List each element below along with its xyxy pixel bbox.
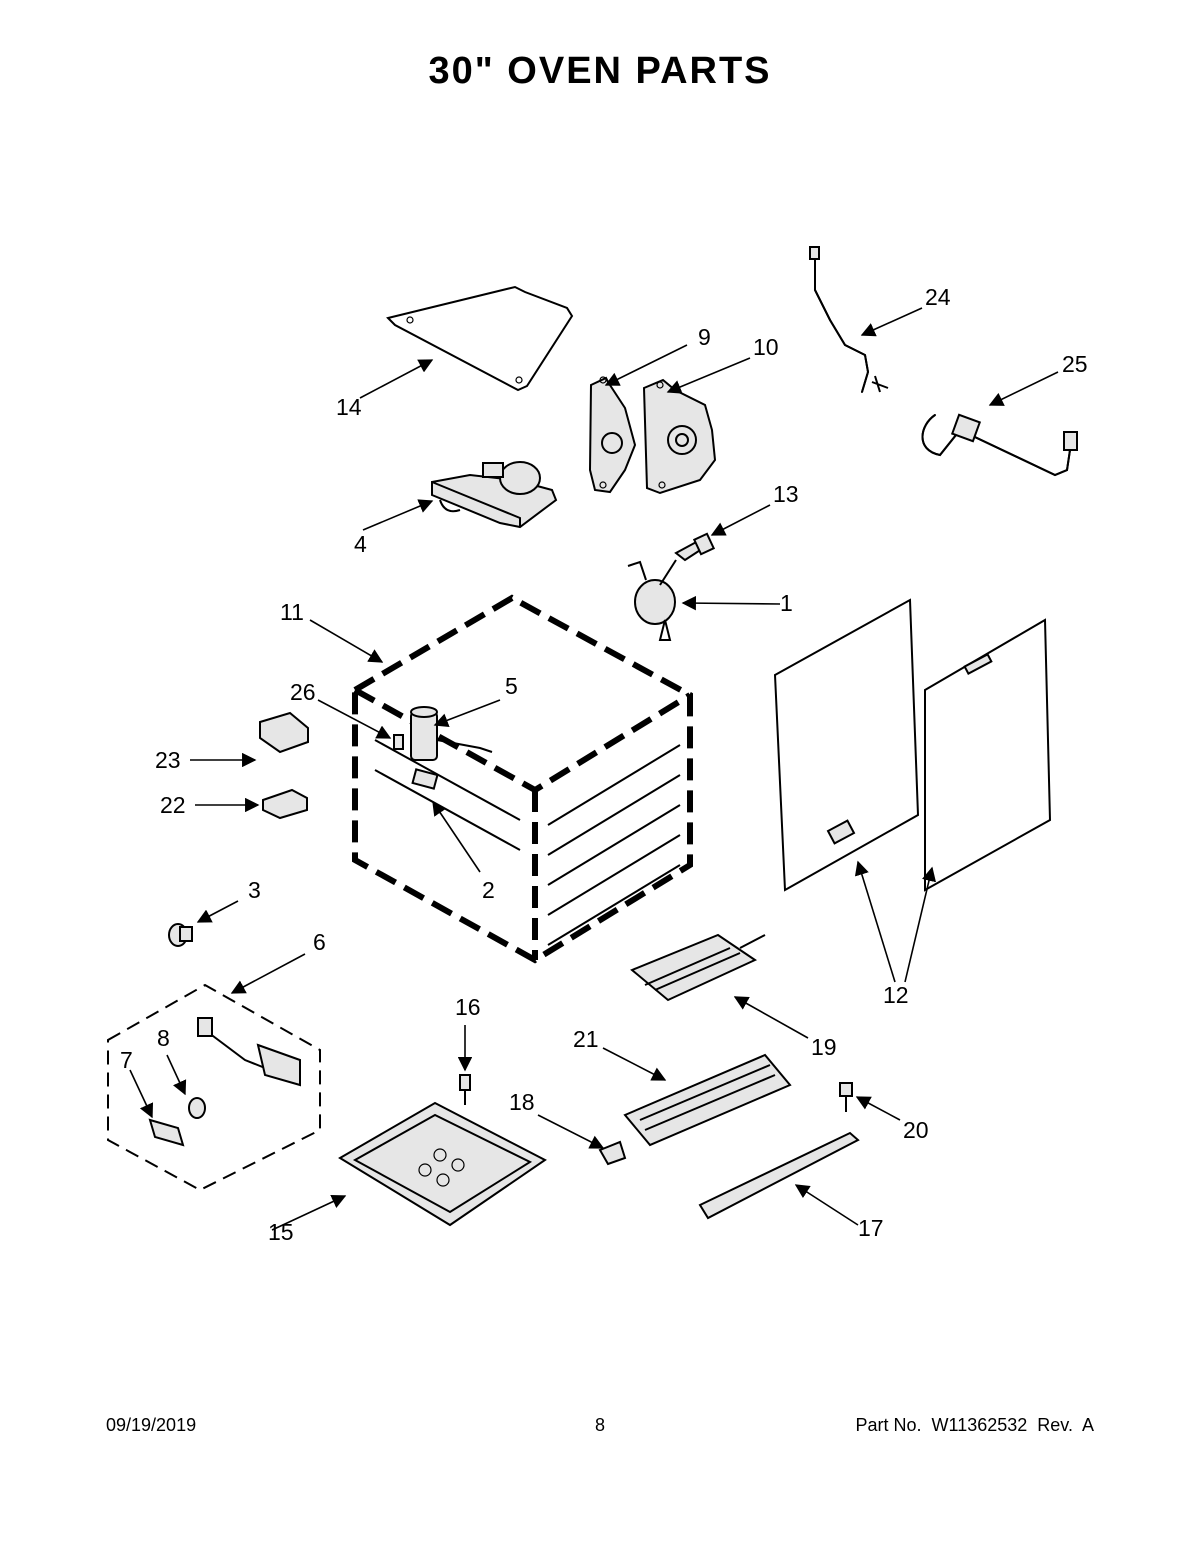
part-5-igniter bbox=[410, 706, 493, 761]
part-26-screw bbox=[393, 734, 404, 750]
leader-lines bbox=[129, 307, 1059, 1231]
part-6-light-assembly bbox=[107, 983, 321, 1192]
callout-24: 24 bbox=[925, 284, 951, 310]
part-23-box bbox=[259, 711, 309, 754]
part-15-bottom-pan bbox=[338, 1101, 547, 1227]
part-22-block bbox=[262, 788, 308, 820]
callout-10: 10 bbox=[753, 334, 779, 360]
part-4-door-latch bbox=[431, 461, 558, 529]
callout-4: 4 bbox=[354, 531, 367, 557]
part-25-burner-tube bbox=[921, 413, 1078, 477]
part-9-hinge-left bbox=[588, 376, 637, 494]
callout-20: 20 bbox=[903, 1117, 929, 1143]
callout-9: 9 bbox=[698, 324, 711, 350]
callout-7: 7 bbox=[120, 1047, 133, 1073]
footer-page-number: 8 bbox=[594, 1415, 605, 1435]
callout-11: 11 bbox=[280, 599, 304, 625]
part-2-bracket bbox=[411, 768, 439, 790]
part-7-lens bbox=[148, 1118, 185, 1147]
callout-23: 23 bbox=[155, 747, 181, 773]
callout-8: 8 bbox=[157, 1025, 170, 1051]
callout-18: 18 bbox=[509, 1089, 535, 1115]
footer-part-number: Part No. W11362532 Rev. A bbox=[855, 1415, 1094, 1435]
callout-19: 19 bbox=[811, 1034, 837, 1060]
part-12-panel-right bbox=[924, 618, 1052, 892]
part-19-broil-burner bbox=[630, 933, 766, 1002]
callout-5: 5 bbox=[505, 673, 518, 699]
callout-21: 21 bbox=[573, 1026, 599, 1052]
part-16-screw bbox=[459, 1074, 471, 1105]
rack-guides bbox=[374, 739, 681, 946]
part-13-sensor-probe bbox=[674, 532, 716, 562]
part-18-bracket bbox=[598, 1140, 627, 1166]
callout-1: 1 bbox=[780, 590, 793, 616]
callout-12: 12 bbox=[883, 982, 909, 1008]
callout-3: 3 bbox=[248, 877, 261, 903]
footer-date: 09/19/2019 bbox=[106, 1415, 197, 1435]
part-8-bulb bbox=[188, 1097, 206, 1119]
callout-labels: 1 2 3 4 5 6 7 8 9 10 11 12 13 14 15 16 1… bbox=[120, 284, 1088, 1245]
part-11-oven-cavity bbox=[352, 594, 693, 964]
callout-14: 14 bbox=[336, 394, 362, 420]
part-14-plate bbox=[386, 285, 574, 392]
part-17-rail bbox=[698, 1131, 860, 1220]
part-21-bake-burner bbox=[623, 1053, 792, 1147]
part-20-screw bbox=[839, 1082, 853, 1112]
part-12-panel-left bbox=[773, 598, 920, 892]
callout-15: 15 bbox=[268, 1219, 294, 1245]
callout-6: 6 bbox=[313, 929, 326, 955]
callout-16: 16 bbox=[455, 994, 481, 1020]
callout-17: 17 bbox=[858, 1215, 884, 1241]
part-10-hinge-right bbox=[642, 378, 717, 495]
part-24-gas-tube bbox=[809, 246, 889, 393]
callout-26: 26 bbox=[290, 679, 316, 705]
callout-2: 2 bbox=[482, 877, 495, 903]
part-3-knob bbox=[168, 923, 193, 947]
callout-25: 25 bbox=[1062, 351, 1088, 377]
callout-13: 13 bbox=[773, 481, 799, 507]
callout-22: 22 bbox=[160, 792, 186, 818]
part-1-thermal-cutout bbox=[627, 559, 677, 641]
page-title: 30" OVEN PARTS bbox=[428, 50, 772, 92]
